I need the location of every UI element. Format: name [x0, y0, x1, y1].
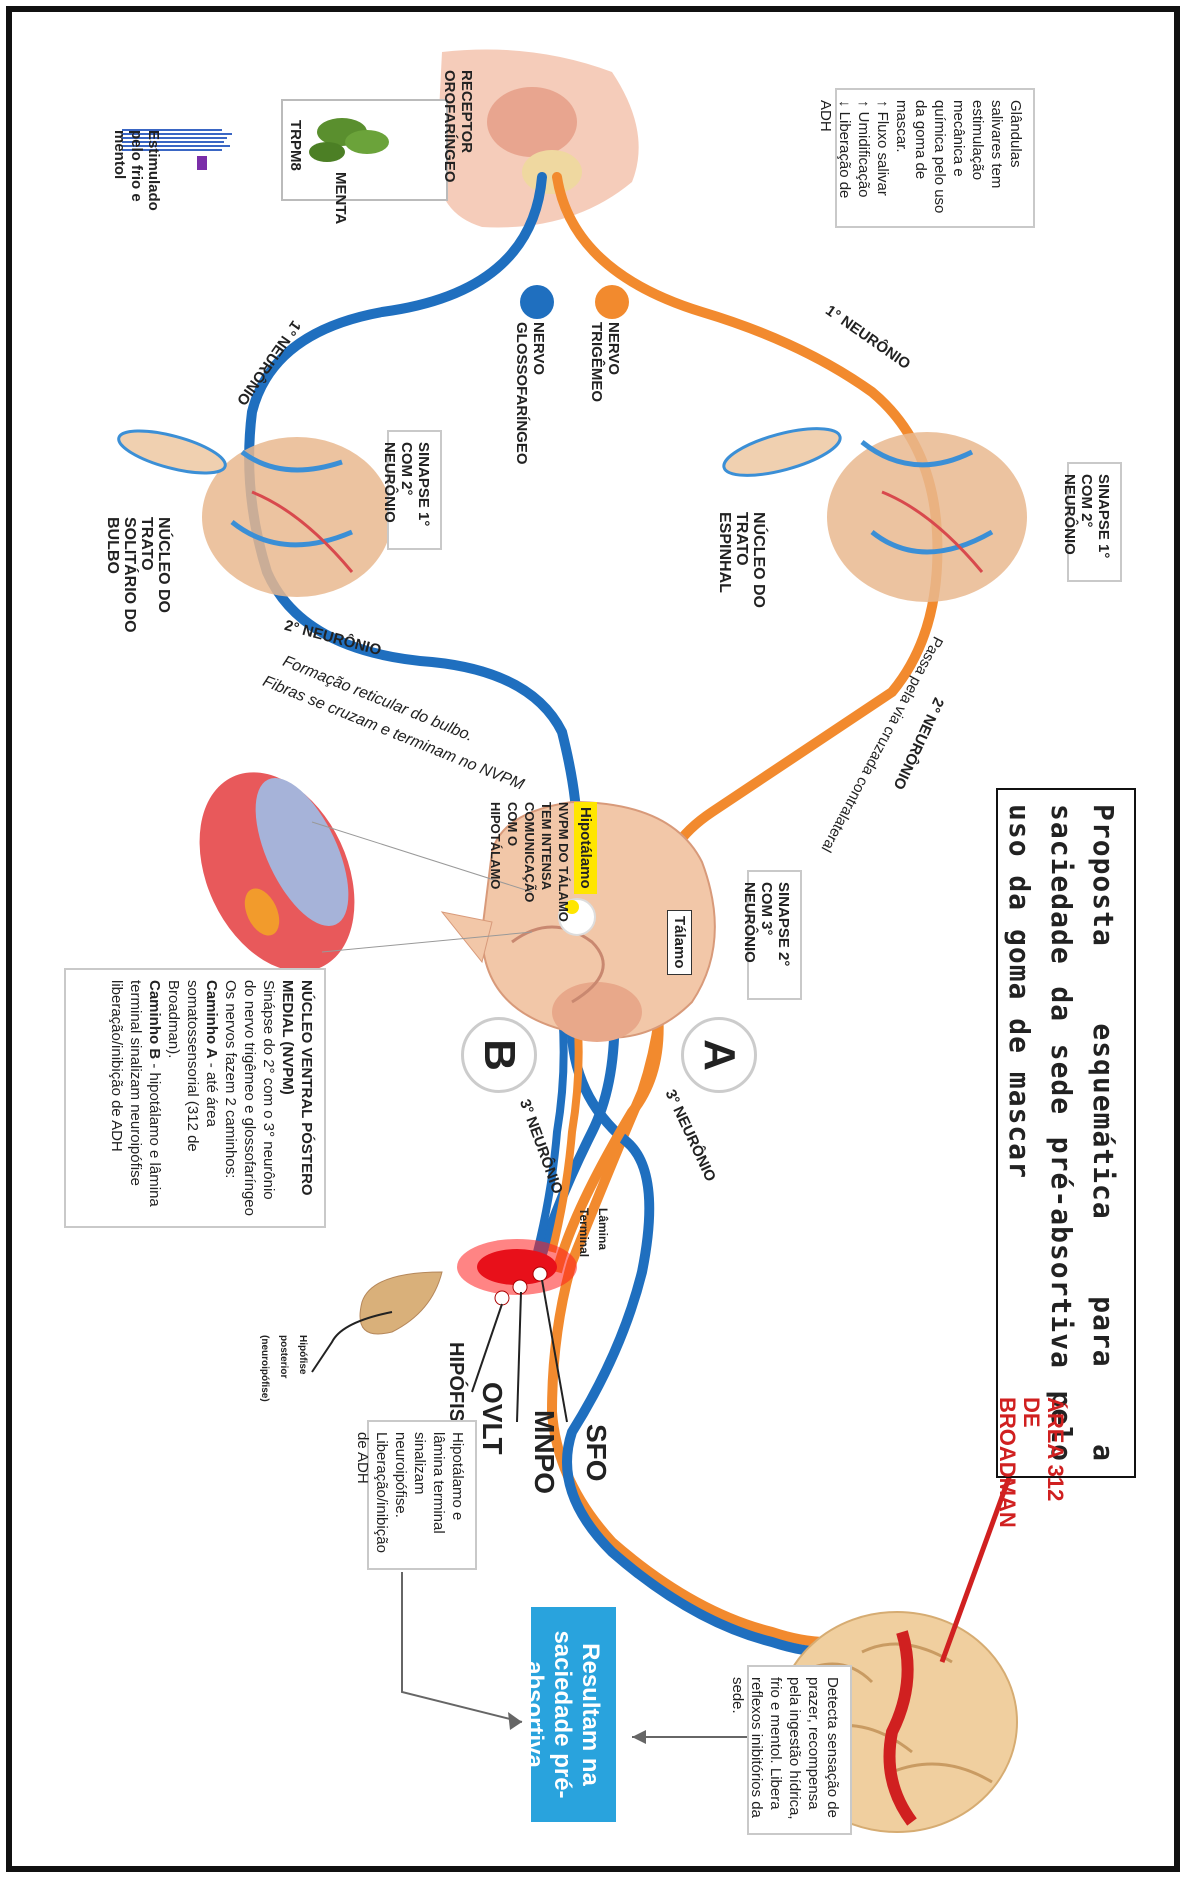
stimulated-label: Estimulado pelo frio e mentol: [111, 130, 162, 220]
menta-label: MENTA: [332, 172, 349, 224]
glossopharyngeal-legend-dot: [520, 285, 554, 319]
cortex-box: Detecta sensação de prazer, recompensa p…: [747, 1665, 852, 1835]
synapse-thalamus-box: SINAPSE 2° COM 3° NEURÔNIO: [747, 870, 802, 1000]
title-box: Proposta esquemática para a saciedade da…: [996, 788, 1136, 1478]
trpm8-label: TRPM8: [287, 120, 304, 171]
glossopharyngeal-label: NERVO GLOSSOFARÍNGEO: [513, 322, 547, 432]
nucleus-spinal-label: NÚCLEO DO TRATO ESPINHAL: [716, 512, 767, 622]
ovlt-dot: [495, 1291, 509, 1305]
legend-item-humidification: ↑ Umidificação: [854, 100, 873, 216]
page-title: Proposta esquemática para a saciedade da…: [998, 804, 1124, 1462]
nvpm-line2: Os nervos fazem 2 caminhos:: [221, 980, 240, 1216]
nvpm-line1: Sinápse do 2° com o 3° neurônio do nervo…: [240, 980, 278, 1216]
sfo-label: SFO: [580, 1424, 612, 1482]
hypothalamus-box: Hipotálamo e lâmina terminal sinalizam n…: [367, 1420, 477, 1570]
synapse-bottom-box: SINAPSE 1° COM 2° NEURÔNIO: [387, 430, 442, 550]
hipofise-posterior-label: Hipófise posterior (neuroipófise): [255, 1335, 312, 1415]
trigeminal-label: NERVO TRIGÊMEO: [588, 322, 622, 392]
receptor-label: RECEPTOR OROFARÍNGEO: [441, 70, 475, 180]
path-a-bold: Caminho A: [203, 980, 220, 1059]
legend-intro: Glândulas salivares tem estimulação mecâ…: [892, 100, 1025, 216]
broadman-label: ÁREA 312 DE BROADMAN: [995, 1397, 1067, 1517]
path-b-badge: B: [461, 1017, 537, 1093]
synapse-top-box: SINAPSE 1° COM 2° NEURÔNIO: [1067, 462, 1122, 582]
hypothalamus-tag: Hipotálamo: [574, 802, 597, 894]
result-box: Resultam na saciedade pré-absortiva: [531, 1607, 616, 1822]
nucleus-solitary-label: NÚCLEO DO TRATO SOLITÁRIO DO BULBO: [104, 517, 172, 647]
legend-item-adh: ↓ Liberação de ADH: [816, 100, 854, 216]
lamina-label: Lâmina Terminal: [574, 1208, 612, 1268]
trigeminal-legend-dot: [595, 285, 629, 319]
ovlt-label: OVLT: [476, 1382, 508, 1455]
nvpm-zoom-illustration: [169, 747, 532, 996]
nvpm-heading: NÚCLEO VENTRAL PÓSTERO MEDIAL (NVPM): [278, 980, 316, 1216]
path-a-badge: A: [681, 1017, 757, 1093]
mnpo-label: MNPO: [528, 1410, 560, 1494]
path-b-bold: Caminho B: [146, 980, 163, 1059]
diagram-frame: Proposta esquemática para a saciedade da…: [6, 6, 1180, 1872]
thalamus-tag: Tálamo: [667, 910, 692, 975]
legend-item-saliva: ↑ Fluxo salivar: [873, 100, 892, 216]
mnpo-dot: [513, 1280, 527, 1294]
nvpm-note: NVPM DO TÁLAMO TEM INTENSA COMUNICAÇÃO C…: [487, 802, 572, 922]
nvpm-box: NÚCLEO VENTRAL PÓSTERO MEDIAL (NVPM) Sin…: [64, 968, 326, 1228]
sfo-dot: [533, 1267, 547, 1281]
legend-box: Glândulas salivares tem estimulação mecâ…: [835, 88, 1035, 228]
